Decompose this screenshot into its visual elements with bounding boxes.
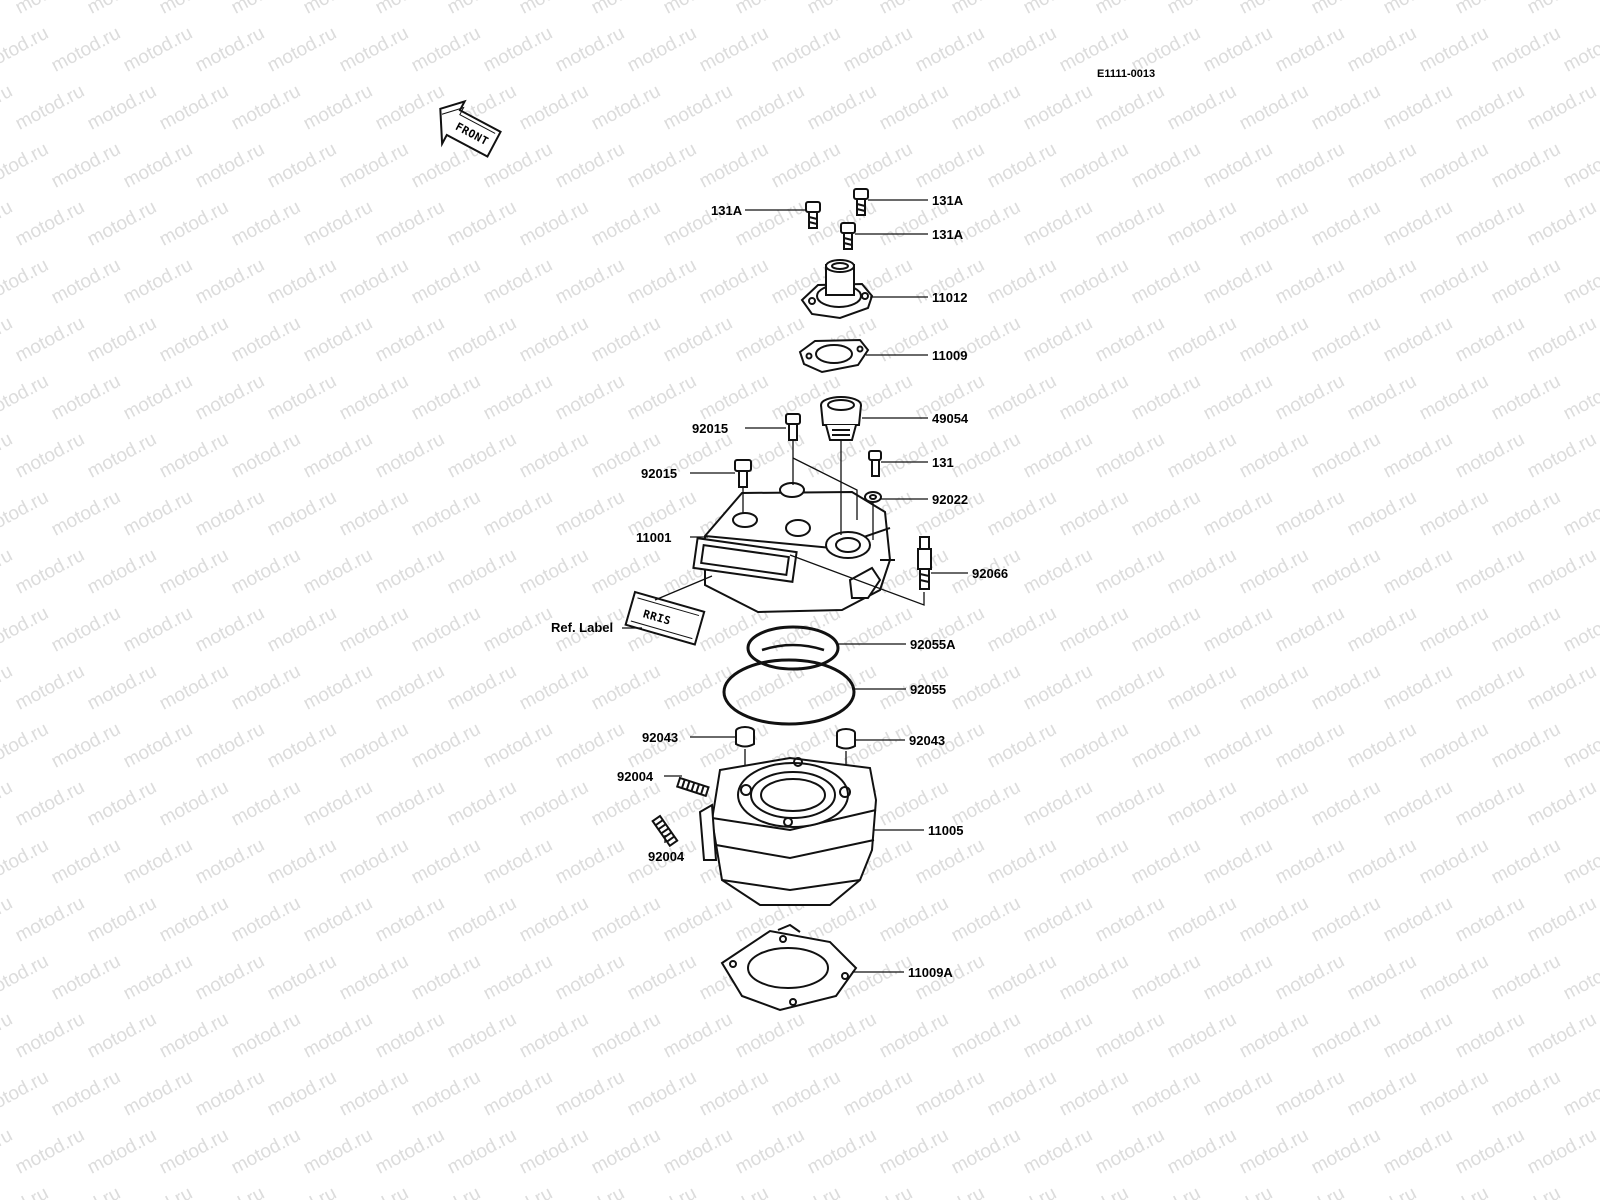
label-11009: 11009 [932,348,967,363]
cylinder-head-11001-part [692,482,895,614]
label-131A-top-right: 131A [932,193,964,208]
bolt-131A-mid-right-part [840,222,856,250]
label-92015-lower: 92015 [641,466,677,481]
label-92004-lower: 92004 [648,849,685,864]
label-131A-left: 131A [711,203,743,218]
thermostat-49054-part [820,396,862,441]
bolt-131A-left-part [805,201,821,229]
label-92043-right: 92043 [909,733,945,748]
base-gasket-11009A-part [720,923,858,1012]
spark-plug-92066-part [917,536,932,590]
bolt-131A-top-right-part [853,188,869,216]
cylinder-11005-part [698,756,878,906]
label-92066: 92066 [972,566,1008,581]
label-131: 131 [932,455,954,470]
label-11005: 11005 [928,823,963,838]
label-92004-upper: 92004 [617,769,654,784]
o-ring-92055A-part [746,625,840,671]
label-11001: 11001 [636,530,671,545]
label-ref-label: Ref. Label [551,620,613,635]
dowel-pin-92043-left-part [735,726,755,748]
label-92022: 92022 [932,492,968,507]
bolt-131-part [868,450,882,477]
bolt-92015-lower-part [734,459,752,488]
label-11009A: 11009A [908,965,953,980]
bolt-92015-upper-part [785,413,801,441]
outlet-cap-11012-part [800,259,874,320]
o-ring-92055-part [722,658,856,726]
stud-92004-upper-part [675,776,710,798]
leader-ref-label-to-head [654,575,713,601]
label-92055: 92055 [910,682,946,697]
label-92055A: 92055A [910,637,956,652]
assembly-guide-lines [742,440,925,606]
label-49054: 49054 [932,411,969,426]
label-92015-upper: 92015 [692,421,728,436]
ref-label-plate: RRIS [624,590,706,646]
label-131A-mid-right: 131A [932,227,964,242]
label-92043-left: 92043 [642,730,678,745]
stud-92004-lower-part [651,814,679,848]
gasket-11009-part [798,338,870,374]
label-11012: 11012 [932,290,967,305]
dowel-pin-92043-right-part [836,728,856,750]
front-arrow-icon: FRONT [439,99,502,158]
document-code: E1111-0013 [1097,68,1155,80]
